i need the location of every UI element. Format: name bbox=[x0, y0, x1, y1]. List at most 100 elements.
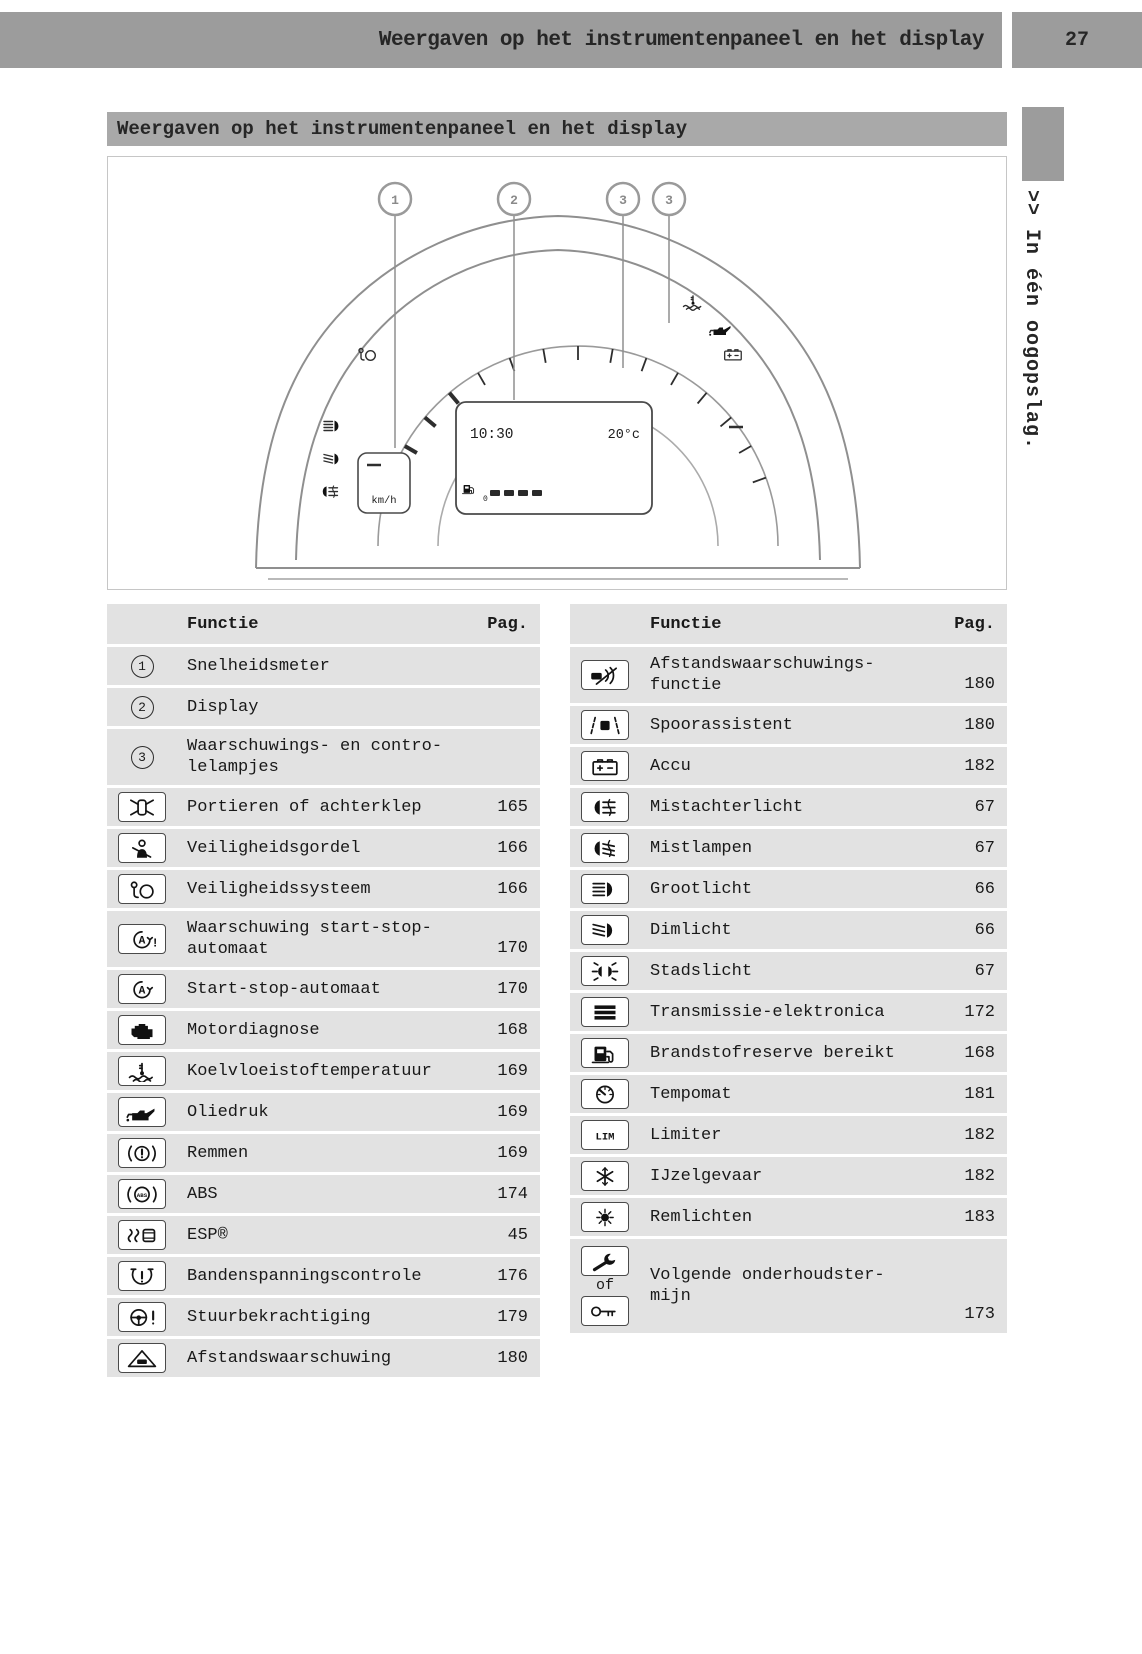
callout-3a: 3 bbox=[605, 181, 641, 217]
col-page-header: Pag. bbox=[954, 614, 995, 634]
function-label: Koelvloeistoftemperatuur bbox=[187, 1061, 432, 1081]
low-beam-icon bbox=[581, 915, 629, 945]
display-temperature: 20°c bbox=[608, 428, 640, 443]
function-label: Afstandswaarschuwing bbox=[187, 1348, 392, 1368]
function-label: Limiter bbox=[650, 1125, 722, 1145]
page-ref: 165 bbox=[497, 798, 528, 817]
page-number: 27 bbox=[1012, 12, 1142, 68]
function-label: ABS bbox=[187, 1184, 218, 1204]
function-label: Waarschuwings- en contro- lelampjes bbox=[187, 737, 443, 777]
legend-table-right: Functie Pag. Afstandswaarschuwings- func… bbox=[570, 604, 1007, 1336]
fuel-level-bars bbox=[490, 490, 542, 496]
high-beam-lamp bbox=[323, 420, 339, 432]
battery-icon bbox=[581, 751, 629, 781]
function-label: Veiligheidssysteem bbox=[187, 879, 371, 899]
lane-assist-icon bbox=[581, 710, 629, 740]
icon-cell bbox=[107, 829, 177, 867]
page-ref: 176 bbox=[497, 1267, 528, 1286]
icon-cell bbox=[570, 706, 640, 744]
svg-text:1: 1 bbox=[391, 193, 399, 208]
door-icon bbox=[118, 792, 166, 822]
page-header-title: Weergaven op het instrumentenpaneel en h… bbox=[378, 28, 985, 52]
icon-cell bbox=[570, 788, 640, 826]
svg-text:2: 2 bbox=[510, 193, 518, 208]
page-ref: 182 bbox=[964, 1167, 995, 1186]
function-label: Remmen bbox=[187, 1143, 249, 1163]
page-ref: 179 bbox=[497, 1308, 528, 1327]
header-icon-spacer bbox=[107, 604, 177, 644]
conjunction-label: of bbox=[595, 1277, 614, 1294]
table-row: ESP®45 bbox=[107, 1216, 540, 1254]
page-ref: 170 bbox=[497, 939, 528, 958]
cluster-housing bbox=[255, 214, 861, 580]
icon-cell: A! bbox=[107, 911, 177, 967]
callouts: 1 2 3 3 bbox=[377, 181, 687, 217]
function-label: Transmissie-elektronica bbox=[650, 1002, 885, 1022]
header-icon-spacer bbox=[570, 604, 640, 644]
page-ref: 180 bbox=[497, 1349, 528, 1368]
page-ref: 172 bbox=[964, 1003, 995, 1022]
icon-cell bbox=[107, 1298, 177, 1336]
page-ref bbox=[452, 688, 540, 726]
function-label: Bandenspanningscontrole bbox=[187, 1266, 422, 1286]
oil-pressure-lamp bbox=[709, 326, 731, 336]
page-ref: 67 bbox=[974, 962, 995, 981]
icon-cell bbox=[570, 1075, 640, 1113]
table-row: Afstandswaarschuwing 180 bbox=[107, 1339, 540, 1377]
parking-light-icon bbox=[581, 956, 629, 986]
speed-unit-label: km/h bbox=[371, 495, 396, 507]
table-row: Remmen 169 bbox=[107, 1134, 540, 1172]
svg-text:3: 3 bbox=[619, 193, 627, 208]
icon-cell bbox=[107, 1257, 177, 1295]
page-ref bbox=[452, 647, 540, 685]
low-beam-lamp bbox=[323, 453, 339, 465]
esp-icon bbox=[118, 1220, 166, 1250]
page-header: Weergaven op het instrumentenpaneel en h… bbox=[0, 12, 1002, 68]
start-stop-warning-icon: A! bbox=[118, 924, 166, 954]
table-header-row: Functie Pag. bbox=[570, 604, 1007, 644]
icon-cell bbox=[107, 1216, 177, 1254]
high-beam-icon bbox=[581, 874, 629, 904]
steering-icon bbox=[118, 1302, 166, 1332]
icon-cell bbox=[570, 993, 640, 1031]
col-page-header: Pag. bbox=[487, 614, 528, 634]
page-ref: 168 bbox=[497, 1021, 528, 1040]
page-ref: 181 bbox=[964, 1085, 995, 1104]
brake-icon bbox=[118, 1138, 166, 1168]
cruise-control-icon bbox=[581, 1079, 629, 1109]
function-label: Stuurbekrachtiging bbox=[187, 1307, 371, 1327]
page-ref: 169 bbox=[497, 1144, 528, 1163]
icon-cell bbox=[570, 870, 640, 908]
icon-cell bbox=[570, 1198, 640, 1236]
table-row: Bandenspanningscontrole 176 bbox=[107, 1257, 540, 1295]
coolant-lamp bbox=[682, 295, 702, 311]
function-label: ESP® bbox=[187, 1225, 228, 1245]
page-ref: 170 bbox=[497, 980, 528, 999]
table-row: 3 Waarschuwings- en contro- lelampjes bbox=[107, 729, 540, 785]
svg-text:LIM: LIM bbox=[596, 1131, 615, 1143]
legend-number-cell: 1 bbox=[107, 647, 177, 685]
seatbelt-icon bbox=[118, 833, 166, 863]
page-ref: 169 bbox=[497, 1103, 528, 1122]
icon-cell bbox=[570, 829, 640, 867]
col-function-header: Functie bbox=[650, 614, 722, 634]
legend-number-cell: 3 bbox=[107, 729, 177, 785]
function-label: Afstandswaarschuwings- functie bbox=[650, 655, 875, 695]
page-ref: 168 bbox=[964, 1044, 995, 1063]
distance-warning-icon bbox=[118, 1343, 166, 1373]
table-row: Stuurbekrachtiging 179 bbox=[107, 1298, 540, 1336]
circled-number: 3 bbox=[130, 745, 154, 769]
function-label: Volgende onderhoudster- mijn bbox=[650, 1266, 885, 1306]
fuel-counter: 0 bbox=[483, 495, 488, 504]
